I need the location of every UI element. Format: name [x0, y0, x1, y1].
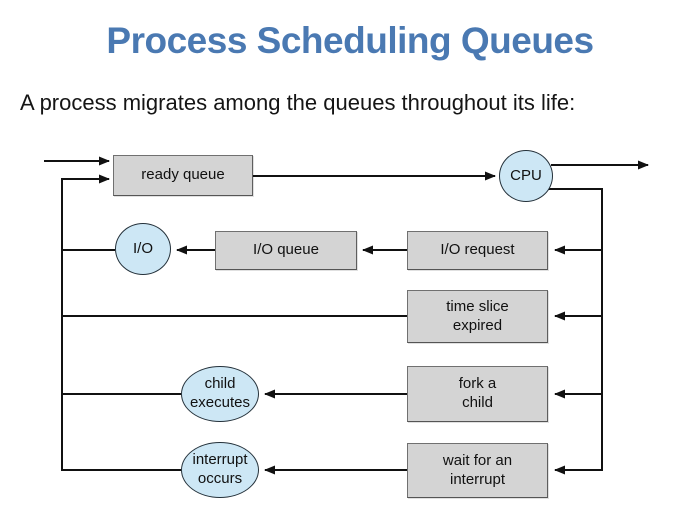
node-io-label: I/O	[132, 239, 153, 257]
node-interrupt-occurs-label: interrupt occurs	[192, 451, 248, 487]
edge-cpu-right-rail	[548, 188, 603, 475]
node-ready-queue-label: ready queue	[141, 166, 225, 184]
node-interrupt-occurs: interrupt occurs	[181, 442, 259, 498]
node-wait-for-interrupt-label: wait for an interrupt	[442, 451, 513, 488]
node-child-executes: child executes	[181, 366, 259, 422]
node-time-slice-expired: time slice expired	[407, 290, 548, 343]
node-fork-a-child: fork a child	[407, 366, 548, 422]
node-io-request-label: I/O request	[440, 241, 515, 259]
node-cpu: CPU	[499, 150, 553, 202]
node-io-request: I/O request	[407, 231, 548, 270]
node-ready-queue: ready queue	[113, 155, 253, 196]
edge-left-feedback-rail	[61, 174, 181, 471]
slide-title: Process Scheduling Queues	[106, 20, 594, 61]
node-io: I/O	[115, 223, 171, 275]
node-time-slice-expired-label: time slice expired	[446, 297, 509, 334]
slide-subtitle: A process migrates among the queues thro…	[20, 90, 576, 115]
node-io-queue: I/O queue	[215, 231, 357, 270]
node-fork-a-child-label: fork a child	[458, 375, 497, 411]
node-child-executes-label: child executes	[189, 375, 251, 411]
node-wait-for-interrupt: wait for an interrupt	[407, 443, 548, 498]
node-io-queue-label: I/O queue	[253, 241, 319, 259]
node-cpu-label: CPU	[510, 166, 542, 184]
